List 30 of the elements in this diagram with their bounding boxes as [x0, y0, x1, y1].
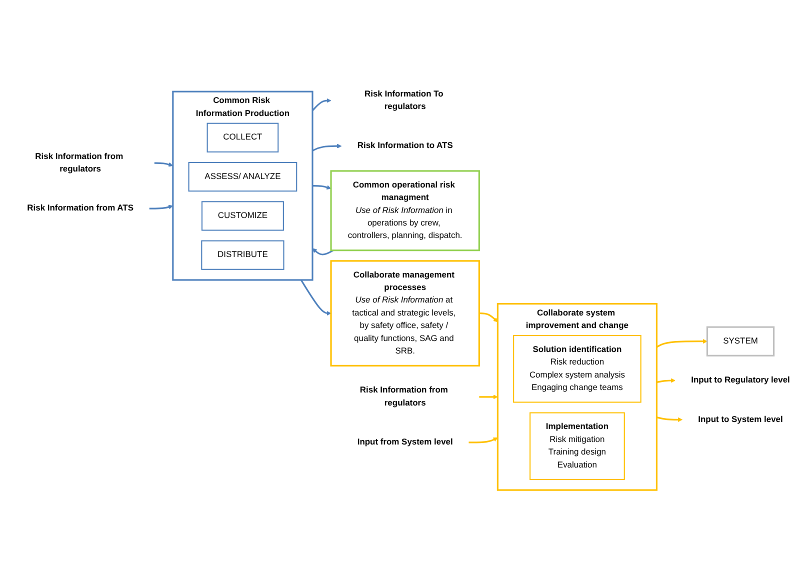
- arrow: [149, 204, 174, 210]
- arrow: [312, 185, 332, 190]
- arrow: [656, 339, 708, 348]
- node-box: Solution identification Risk reduction Complex system analysis Engaging change teams: [513, 335, 642, 403]
- node-text: Input to System level: [698, 414, 783, 424]
- node-box: Implementation Risk mitigation Training design Evaluation: [530, 412, 625, 480]
- arrow: [312, 98, 332, 112]
- node-text: Risk Information to ATS: [357, 141, 453, 150]
- node-text: Risk Information from regulators: [35, 152, 124, 174]
- node-box: Common operational risk managment Use of Risk Information in operations by crew, controllers, planning, dispatch.: [330, 170, 480, 252]
- node-text: Risk Information from ATS: [27, 204, 134, 213]
- arrow: [656, 378, 676, 383]
- node-box: CUSTOMIZE: [201, 201, 284, 231]
- node-text: Risk Information from regulators: [360, 386, 448, 408]
- node-box: COLLECT: [206, 122, 279, 152]
- node-text: Input from System level: [357, 438, 453, 447]
- arrow: [468, 437, 498, 444]
- arrow: [312, 144, 342, 152]
- arrow: [656, 416, 682, 422]
- node-box: ASSESS/ ANALYZE: [188, 162, 298, 192]
- arrow: [300, 280, 332, 316]
- node-box: Collaborate management processes Use of Risk Information at tactical and strategic levels, by safety office, safety / quality functions, SAG and SRB.: [330, 260, 480, 366]
- arrow: [154, 162, 174, 167]
- arrow: [312, 248, 334, 256]
- node-text: Risk Information To regulators: [364, 89, 444, 112]
- node-box: SYSTEM: [706, 326, 775, 356]
- node-text: Input to Regulatory level: [691, 376, 790, 385]
- arrow: [479, 394, 498, 400]
- arrow: [479, 312, 498, 322]
- node-box: DISTRIBUTE: [201, 240, 284, 270]
